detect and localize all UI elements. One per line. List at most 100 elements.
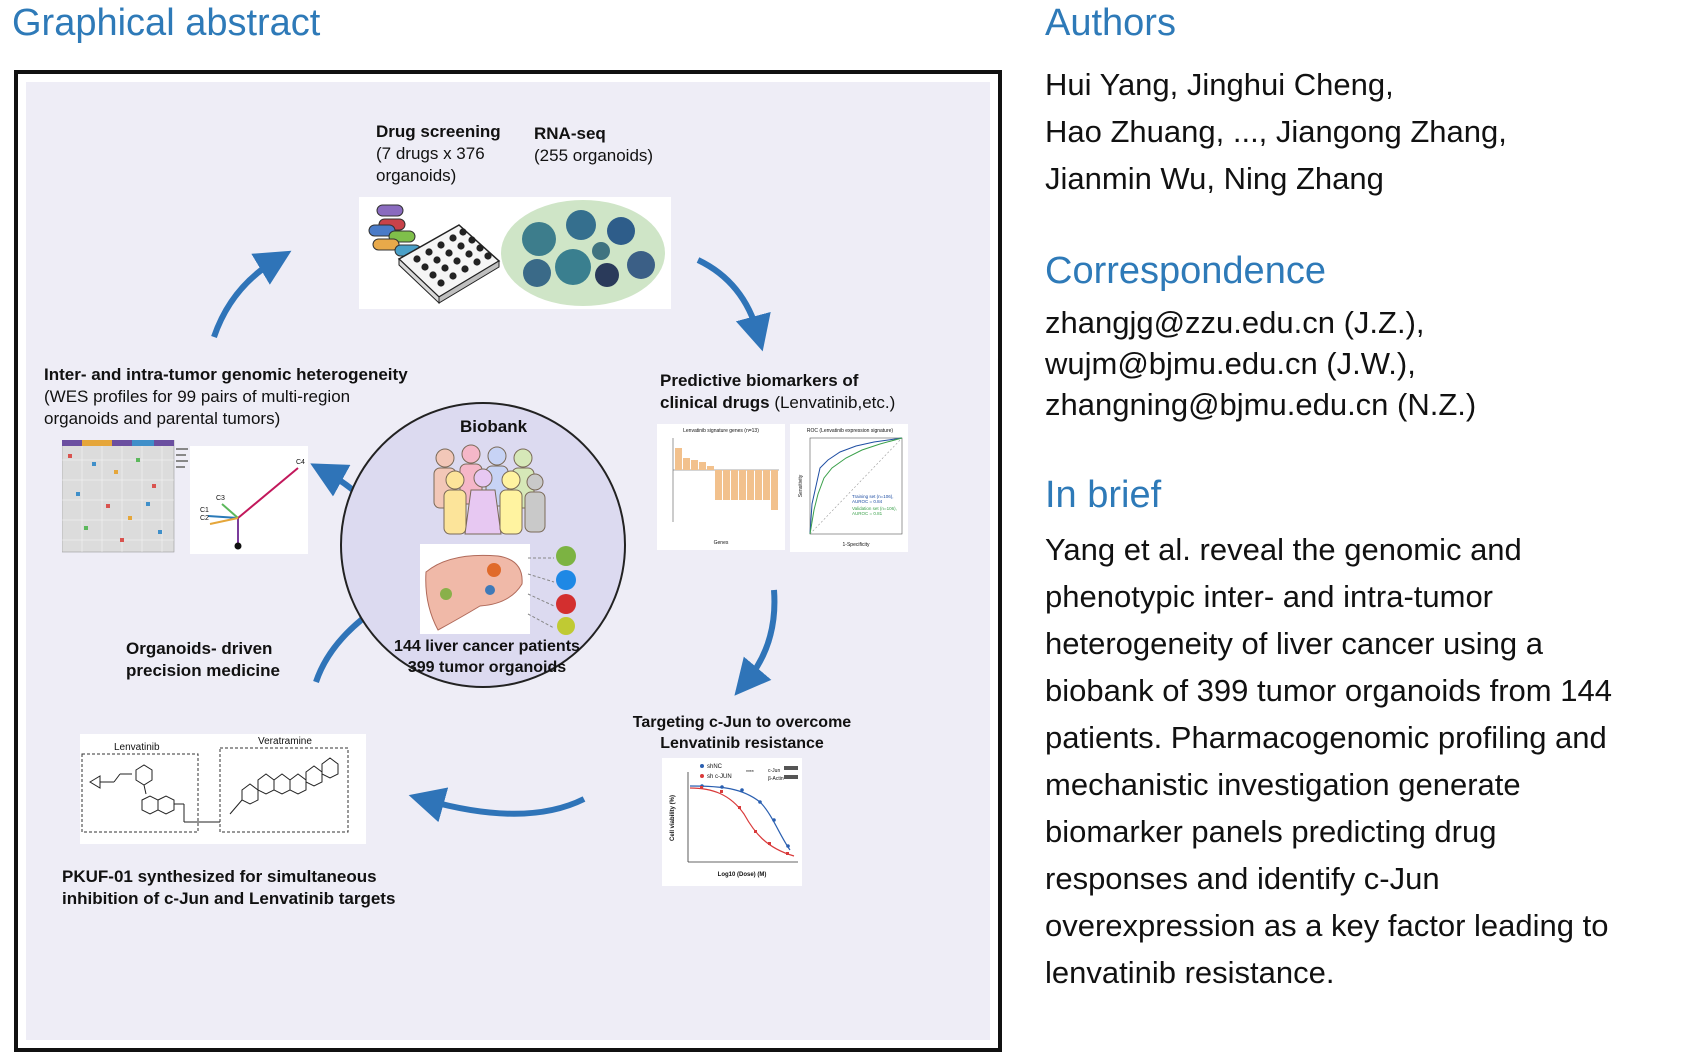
roc-validation: Validation set (n=106),: [852, 506, 897, 511]
heterogeneity-label: Inter- and intra-tumor genomic heterogen…: [44, 364, 408, 430]
cjun-label: Targeting c-Jun to overcome Lenvatinib r…: [622, 712, 862, 754]
email-link[interactable]: wujm@bjmu.edu.cn (J.W.),: [1045, 346, 1416, 381]
capsules-icon: [368, 204, 422, 257]
viability-series-shcjun: sh c-JUN: [707, 774, 732, 780]
blot-cjun: c-Jun: [768, 768, 780, 774]
in-brief-line: overexpression as a key factor leading t…: [1045, 908, 1609, 943]
signature-bar: [675, 448, 682, 470]
in-brief-line: heterogeneity of liver cancer using a: [1045, 626, 1544, 661]
in-brief-line: Yang et al. reveal the genomic and: [1045, 532, 1522, 567]
precision-line1: Organoids- driven: [126, 639, 273, 658]
blot-actin: β-Actin: [768, 776, 784, 782]
heterogeneity-line2: organoids and parental tumors): [44, 409, 281, 428]
tree-label-c4: C4: [296, 459, 305, 466]
lenvatinib-label: Lenvatinib: [114, 742, 160, 753]
in-brief-line: mechanistic investigation generate: [1045, 767, 1521, 802]
signature-bar: [771, 470, 778, 510]
biobank-line2: 399 tumor organoids: [407, 659, 567, 676]
arrow-to-biomarkers: [696, 257, 771, 352]
email-link[interactable]: zhangning@bjmu.edu.cn (N.Z.): [1045, 387, 1477, 422]
pkuf-line1: PKUF-01 synthesized for simultaneous: [62, 867, 377, 886]
rna-seq-line1: (255 organoids): [534, 146, 654, 165]
email-link[interactable]: zhangjg@zzu.edu.cn (J.Z.),: [1045, 305, 1425, 340]
phylogenetic-tree: C4 C1 C3 C2: [190, 446, 308, 554]
precision-label: Organoids- driven precision medicine: [126, 638, 280, 682]
well-plate-icon: [397, 224, 501, 305]
bar-chart-title: Lenvatinib signature genes (n=13): [683, 428, 759, 434]
precision-line2: precision medicine: [126, 661, 280, 680]
drug-screening-line1: (7 drugs x 376: [376, 144, 485, 163]
bar-chart-xlabel: Genes: [714, 540, 729, 546]
roc-validation-auc: AUROC = 0.81: [852, 511, 883, 516]
authors-title: Authors: [1045, 2, 1176, 44]
in-brief-title: In brief: [1045, 474, 1162, 516]
drug-screening-line2: organoids): [376, 166, 457, 185]
authors-line: Hui Yang, Jinghui Cheng,: [1045, 67, 1394, 102]
in-brief-line: patients. Pharmacogenomic profiling and: [1045, 720, 1607, 755]
biobank-line1: 144 liver cancer patients: [394, 638, 580, 655]
in-brief-line: biobank of 399 tumor organoids from 144: [1045, 673, 1612, 708]
cell-viability-chart: shNC sh c-JUN **** c-Jun β-Actin Log10 (…: [662, 758, 802, 886]
drug-screening-label: Drug screening (7 drugs x 376 organoids): [376, 121, 501, 187]
signature-bar: [731, 470, 738, 500]
signature-bar: [755, 470, 762, 500]
drug-screening-title: Drug screening: [376, 122, 501, 141]
biomarkers-title1: Predictive biomarkers of: [660, 371, 859, 390]
signature-bar: [763, 470, 770, 500]
molecules-image: Lenvatinib Veratramine: [80, 734, 366, 844]
in-brief-line: lenvatinib resistance.: [1045, 955, 1335, 990]
biobank-title: Biobank: [460, 417, 528, 436]
graphical-abstract-title: Graphical abstract: [12, 2, 321, 44]
graphical-abstract-panel: Drug screening (7 drugs x 376 organoids)…: [26, 82, 990, 1040]
arrow-to-cjun: [734, 589, 778, 696]
signature-genes-chart: Lenvatinib signature genes (n=13) Genes: [657, 424, 785, 550]
signature-bar: [747, 470, 754, 500]
pkuf-line2: inhibition of c-Jun and Lenvatinib targe…: [62, 889, 396, 908]
signature-bar: [723, 470, 730, 500]
heterogeneity-line1: (WES profiles for 99 pairs of multi-regi…: [44, 387, 351, 406]
roc-xlabel: 1-Specificity: [843, 542, 870, 548]
patients-icon: [433, 444, 546, 535]
roc-ylabel: Sensitivity: [798, 474, 804, 497]
authors-line: Hao Zhuang, ..., Jiangong Zhang,: [1045, 114, 1507, 149]
liver-organoids-image: [420, 544, 576, 635]
biobank-caption: 144 liver cancer patients 399 tumor orga…: [392, 636, 582, 678]
pkuf-label: PKUF-01 synthesized for simultaneous inh…: [62, 866, 395, 910]
heterogeneity-title: Inter- and intra-tumor genomic heterogen…: [44, 365, 408, 384]
viability-xlabel: Log10 (Dose) (M): [718, 872, 767, 878]
biomarkers-suffix: (Lenvatinib,etc.): [769, 393, 896, 412]
in-brief-line: phenotypic inter- and intra-tumor: [1045, 579, 1494, 614]
viability-sig: ****: [746, 770, 754, 776]
roc-training: Training set (n=106),: [852, 494, 893, 499]
signature-bar: [699, 462, 706, 470]
in-brief-line: responses and identify c-Jun: [1045, 861, 1440, 896]
in-brief-line: biomarker panels predicting drug: [1045, 814, 1497, 849]
signature-bar: [691, 460, 698, 470]
authors-line: Jianmin Wu, Ning Zhang: [1045, 161, 1384, 196]
viability-series-shnc: shNC: [707, 764, 723, 770]
in-brief-text: Yang et al. reveal the genomic and pheno…: [1045, 526, 1695, 996]
mutation-heatmap: [62, 440, 188, 553]
signature-bar: [707, 466, 714, 470]
tree-label-c2: C2: [200, 515, 209, 522]
cjun-line2: Lenvatinib resistance: [660, 735, 824, 752]
authors-text: Hui Yang, Jinghui Cheng, Hao Zhuang, ...…: [1045, 61, 1685, 202]
signature-bar: [739, 470, 746, 500]
tree-label-c3: C3: [216, 495, 225, 502]
tree-label-c1: C1: [200, 507, 209, 514]
organoid-dish-icon: [501, 200, 665, 306]
correspondence-text: zhangjg@zzu.edu.cn (J.Z.), wujm@bjmu.edu…: [1045, 302, 1685, 425]
viability-ylabel: Cell viability (%): [670, 795, 676, 841]
arrow-to-screening: [211, 250, 292, 338]
roc-training-auc: AUROC = 0.84: [852, 499, 883, 504]
biomarkers-title2: clinical drugs: [660, 393, 770, 412]
signature-bar: [683, 458, 690, 470]
roc-chart: ROC (Lenvatinib expression signature) Tr…: [790, 424, 908, 552]
roc-title: ROC (Lenvatinib expression signature): [807, 428, 893, 434]
correspondence-title: Correspondence: [1045, 250, 1326, 292]
screening-image: [359, 197, 671, 309]
cjun-line1: Targeting c-Jun to overcome: [632, 714, 852, 731]
veratramine-label: Veratramine: [258, 736, 312, 747]
signature-bar: [715, 470, 722, 500]
rna-seq-label: RNA-seq (255 organoids): [534, 123, 653, 167]
